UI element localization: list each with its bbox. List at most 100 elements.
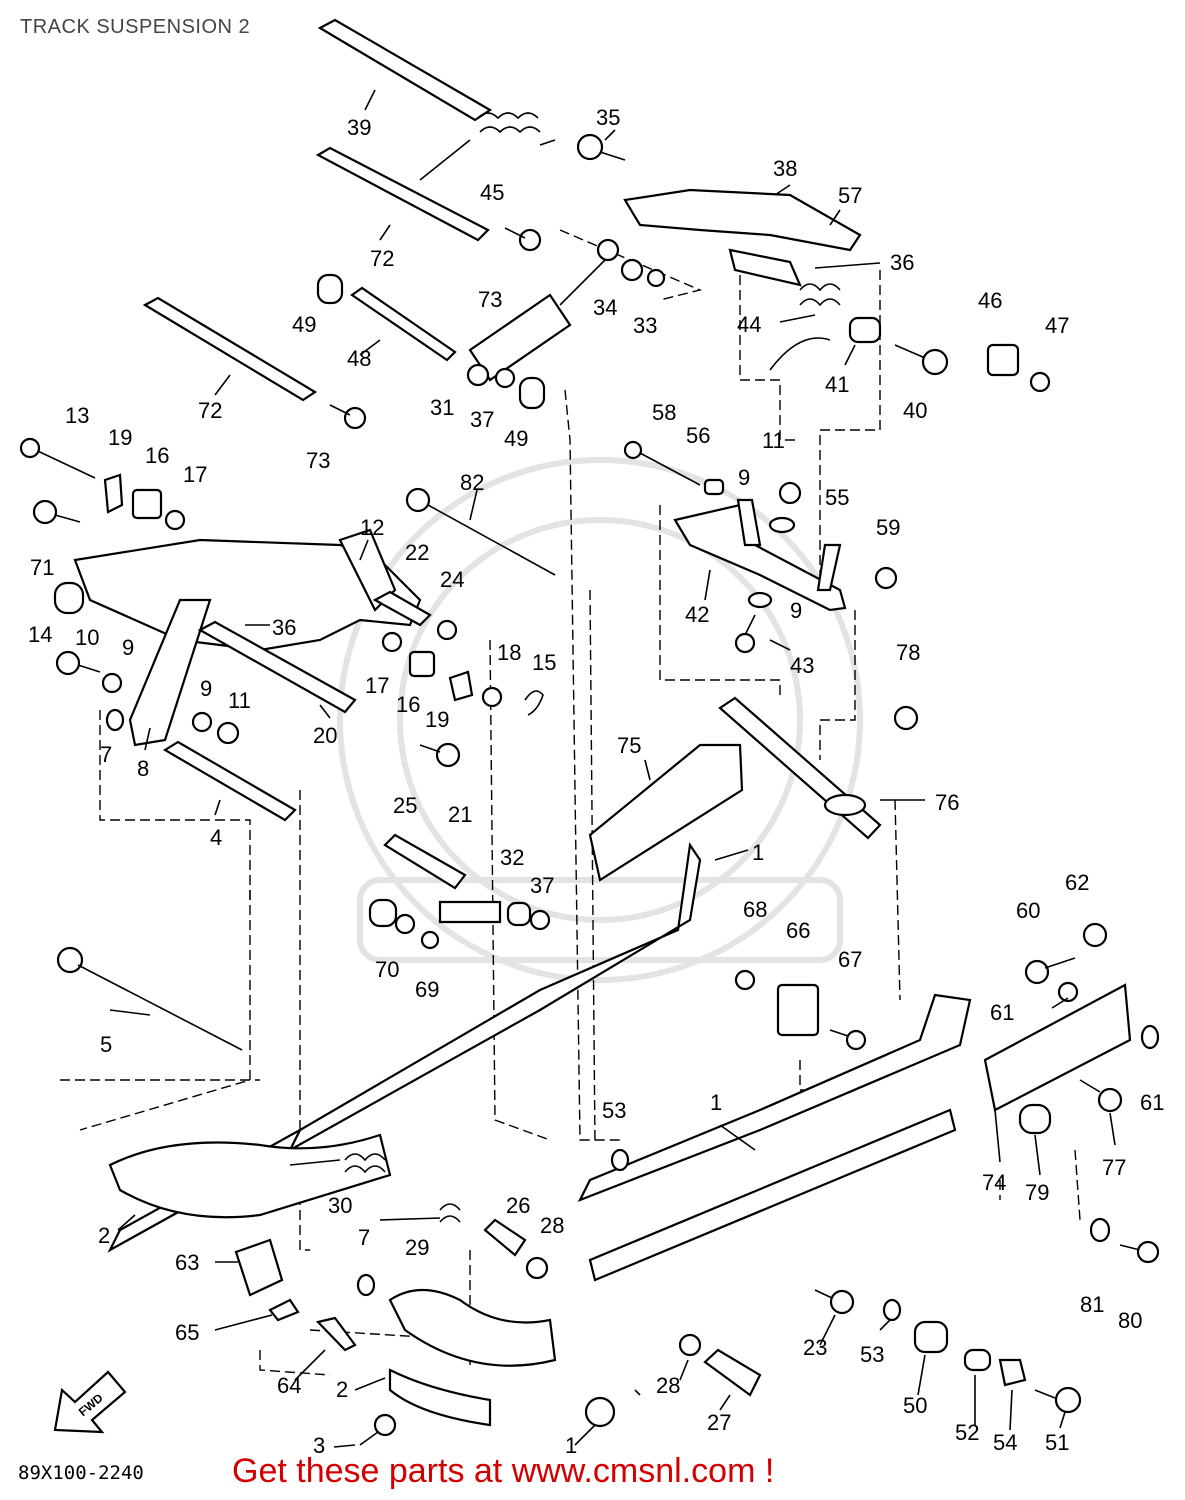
callout-8: 8: [137, 756, 149, 781]
bushing-50: [913, 1320, 949, 1354]
callout-53: 53: [602, 1098, 626, 1123]
callout-19: 19: [108, 425, 132, 450]
washer-28-upper: [525, 1256, 549, 1280]
callout-3: 3: [313, 1433, 325, 1458]
callout-59: 59: [876, 515, 900, 540]
callout-60: 60: [1016, 898, 1040, 923]
callout-22: 22: [405, 540, 429, 565]
shaft-4: [162, 740, 297, 822]
callout-35: 35: [596, 105, 620, 130]
page-title: TRACK SUSPENSION 2: [20, 16, 251, 38]
callout-15: 15: [532, 650, 556, 675]
washer-7: [105, 708, 125, 732]
callout-57: 57: [838, 183, 862, 208]
callout-4: 4: [210, 825, 222, 850]
callout-47: 47: [1045, 313, 1069, 338]
callout-14: 14: [28, 622, 52, 647]
front-arm-frame: [73, 528, 422, 747]
callout-9: 9: [122, 635, 134, 660]
pin-48: [350, 286, 457, 362]
leader-lines: [109, 89, 1116, 1448]
callout-77: 77: [1102, 1155, 1126, 1180]
washer-61-lower: [1140, 1024, 1160, 1050]
callout-71: 71: [30, 555, 54, 580]
callout-49: 49: [292, 312, 316, 337]
nut-17-upper: [164, 509, 186, 531]
spring-44: [769, 283, 841, 371]
nut-11-right: [778, 481, 802, 505]
block-16-upper: [131, 488, 163, 520]
callout-72b: 72: [198, 398, 222, 423]
callout-29: 29: [405, 1235, 429, 1260]
callout-16: 16: [145, 443, 169, 468]
callout-16b: 16: [396, 692, 420, 717]
callout-46: 46: [978, 288, 1002, 313]
callout-36b: 36: [272, 615, 296, 640]
callout-17: 17: [183, 462, 207, 487]
bushings-31-37-49: [466, 363, 546, 410]
callout-9c: 9: [738, 465, 750, 490]
bolt-13: [19, 437, 96, 479]
shaft-22: [372, 590, 432, 627]
collar-49: [316, 273, 344, 305]
callout-1: 1: [752, 840, 764, 865]
nut-68: [734, 969, 756, 991]
nut-62: [1082, 922, 1108, 948]
bolt-35: [576, 133, 626, 161]
bolt-60: [1024, 957, 1076, 985]
plate-75: [588, 743, 744, 882]
callout-44: 44: [737, 312, 761, 337]
callout-28: 28: [540, 1213, 564, 1238]
callout-25: 25: [393, 793, 417, 818]
washers-9-11: [191, 711, 240, 745]
callout-61: 61: [990, 1000, 1014, 1025]
callout-73b: 73: [306, 448, 330, 473]
callout-73: 73: [478, 287, 502, 312]
cap-52: [963, 1348, 992, 1372]
callout-1b: 1: [710, 1090, 722, 1115]
rear-arm-38: [623, 188, 862, 287]
callout-13: 13: [65, 403, 89, 428]
clip-65: [268, 1298, 300, 1322]
cap-46: [986, 343, 1020, 377]
callout-81: 81: [1080, 1292, 1104, 1317]
callout-78: 78: [896, 640, 920, 665]
callout-40: 40: [903, 398, 927, 423]
bushing-79: [1018, 1103, 1052, 1135]
callout-9b: 9: [200, 676, 212, 701]
callout-18: 18: [497, 640, 521, 665]
callout-31: 31: [430, 395, 454, 420]
callout-53b: 53: [860, 1342, 884, 1367]
callout-45: 45: [480, 180, 504, 205]
callout-82: 82: [460, 470, 484, 495]
callout-28b: 28: [656, 1373, 680, 1398]
bolt-67: [829, 1029, 867, 1051]
arm-42: [673, 498, 847, 612]
callout-50: 50: [903, 1393, 927, 1418]
collars-34-33: [620, 258, 666, 288]
callout-23: 23: [803, 1335, 827, 1360]
nut-59: [874, 566, 898, 590]
spring-45: [419, 112, 556, 181]
shaft-39: [317, 18, 493, 122]
callout-36: 36: [890, 250, 914, 275]
callout-41: 41: [825, 372, 849, 397]
spring-30: [289, 1153, 386, 1174]
callout-74: 74: [982, 1170, 1006, 1195]
nut-78: [893, 705, 919, 731]
bolt-40: [894, 344, 949, 376]
washer-18: [481, 686, 503, 708]
advert-text[interactable]: Get these parts at www.cmsnl.com !: [232, 1452, 775, 1490]
callout-11b: 11: [762, 428, 785, 453]
callout-68: 68: [743, 897, 767, 922]
bolt-80: [1119, 1240, 1160, 1264]
callout-21: 21: [448, 802, 472, 827]
callout-55: 55: [825, 485, 849, 510]
callout-30: 30: [328, 1193, 352, 1218]
callout-6: 1: [565, 1433, 577, 1458]
callout-9d: 9: [790, 598, 802, 623]
collar-25: [383, 833, 467, 890]
callout-24: 24: [440, 567, 464, 592]
callout-70: 70: [375, 957, 399, 982]
